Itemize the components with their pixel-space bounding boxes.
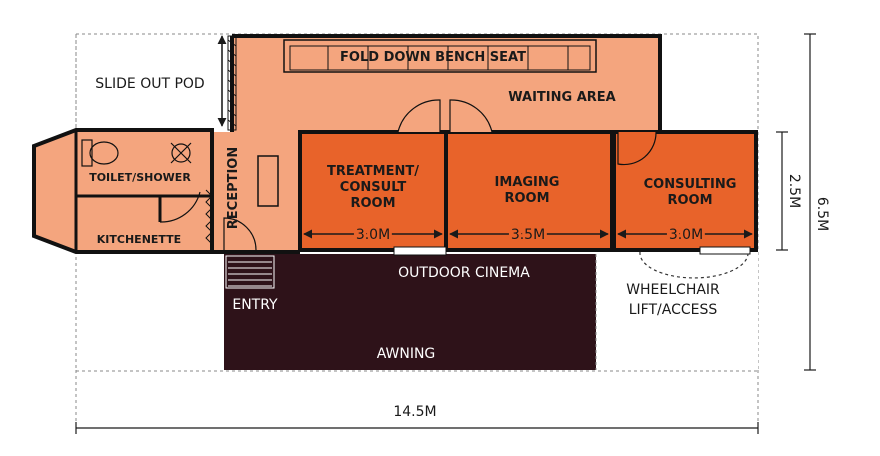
slide-wall-hatch <box>227 35 237 131</box>
wheelchair-lift-swing <box>639 251 749 279</box>
treatment-label-2: CONSULT <box>340 180 407 195</box>
total-depth-label: 6.5M <box>814 197 830 231</box>
door-imaging <box>449 99 493 133</box>
treatment-label-1: TREATMENT/ <box>327 164 419 179</box>
kitchen-zigzag <box>205 189 213 245</box>
bench-divisions <box>327 46 569 70</box>
outdoor-cinema-label: OUTDOOR CINEMA <box>398 265 530 281</box>
wheelchair-label-2: LIFT/ACCESS <box>629 302 718 318</box>
imaging-width-label: 3.5M <box>511 227 545 243</box>
waiting-area-label: WAITING AREA <box>508 90 615 105</box>
main-body-outline <box>232 36 660 132</box>
reception-desk <box>257 155 279 207</box>
total-length-label: 14.5M <box>393 404 436 420</box>
room-depth-label: 2.5M <box>786 174 802 208</box>
door-entry <box>223 217 257 251</box>
shower-drain-icon <box>171 143 191 163</box>
toilet-cistern <box>81 139 93 167</box>
treatment-label-3: ROOM <box>350 196 395 211</box>
hatch-lines <box>227 39 237 127</box>
awning-label: AWNING <box>377 346 436 362</box>
bench-seat <box>283 39 597 73</box>
toilet-bowl <box>89 141 119 165</box>
toilet-label: TOILET/SHOWER <box>89 171 191 184</box>
awning <box>224 254 596 370</box>
entry-label: ENTRY <box>232 297 278 313</box>
consulting-label-1: CONSULTING <box>644 177 737 192</box>
consulting-label-2: ROOM <box>667 193 712 208</box>
door-treatment <box>397 99 441 133</box>
consulting-window <box>699 246 751 255</box>
bench-label: FOLD DOWN BENCH SEAT <box>340 50 526 65</box>
kitchenette-label: KITCHENETTE <box>97 233 181 246</box>
imaging-label-1: IMAGING <box>495 175 560 190</box>
door-consulting <box>617 131 657 166</box>
cinema-window <box>393 246 447 256</box>
main-walls <box>232 34 662 132</box>
consulting-width-label: 3.0M <box>669 227 703 243</box>
entry-stairs <box>228 261 272 287</box>
treatment-width-label: 3.0M <box>356 227 390 243</box>
wheelchair-label-1: WHEELCHAIR <box>626 282 720 298</box>
door-toilet <box>159 191 201 223</box>
imaging-label-2: ROOM <box>504 191 549 206</box>
reception-label: RECEPTION <box>226 147 241 229</box>
slide-out-pod-label: SLIDE OUT POD <box>95 76 204 92</box>
